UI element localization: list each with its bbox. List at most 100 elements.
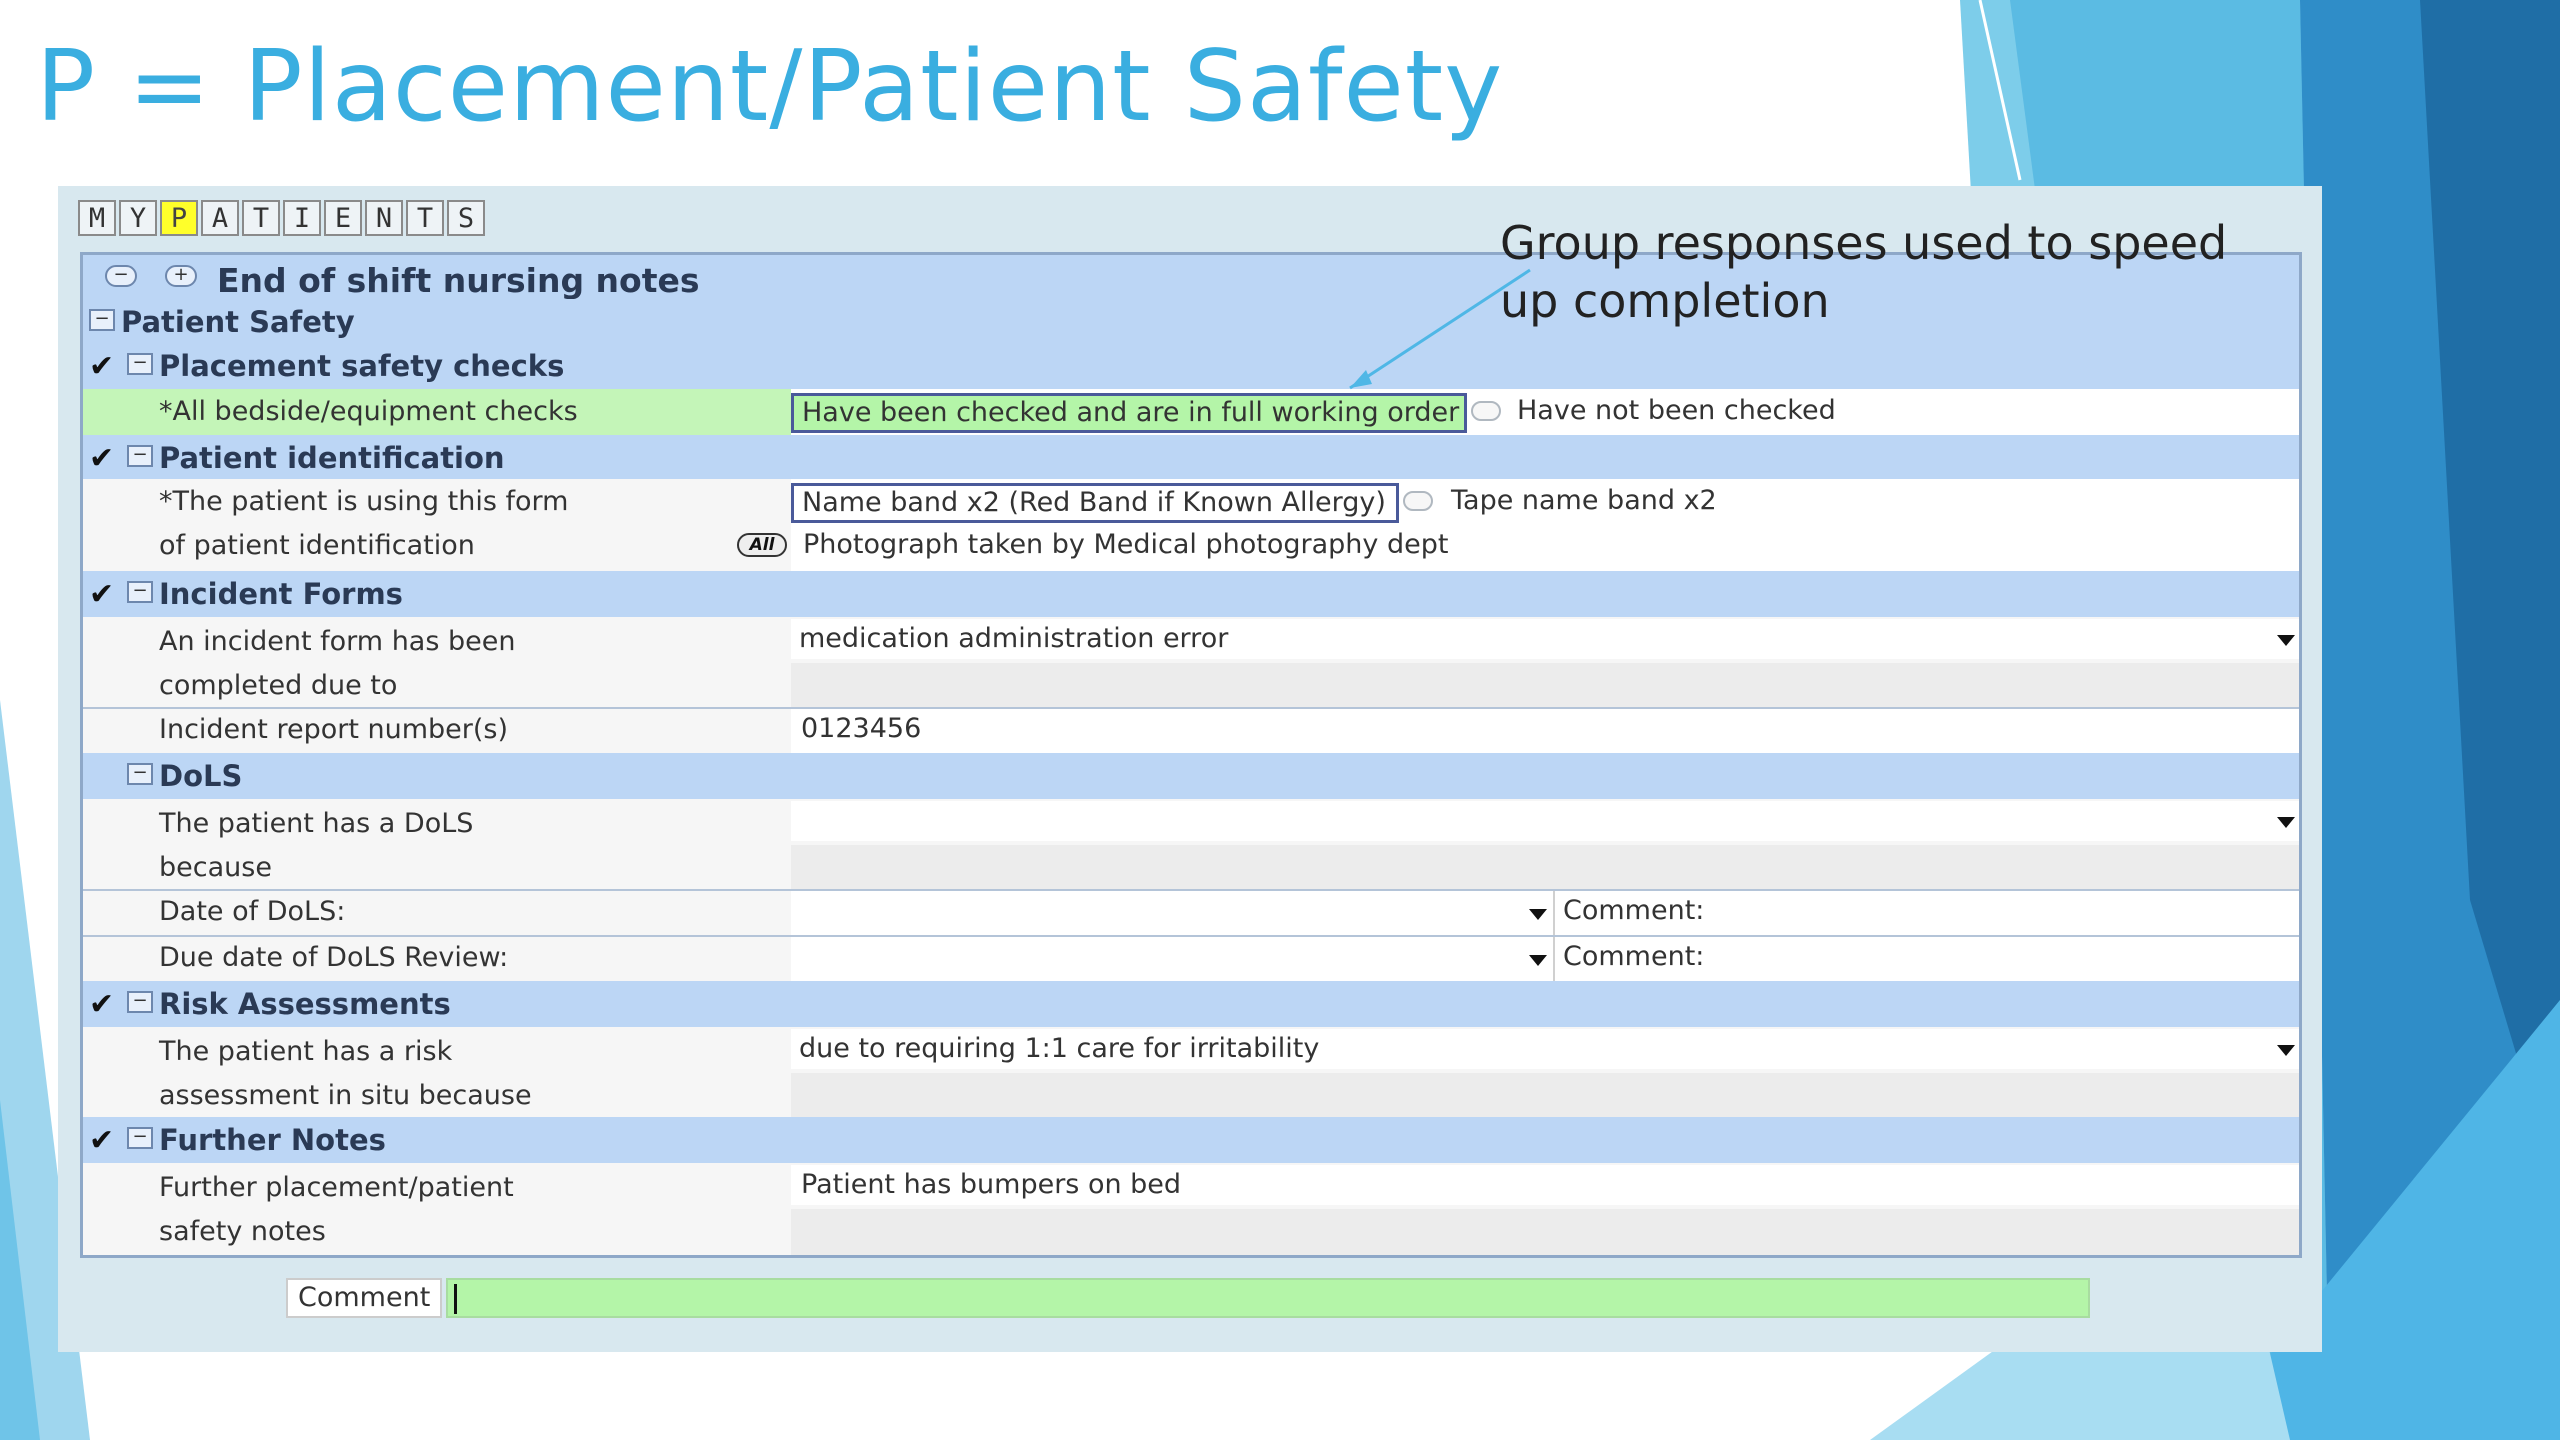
answer-area: Have been checked and are in full workin… — [791, 389, 2299, 435]
divider — [1553, 891, 1555, 935]
question-label: Due date of DoLS Review: — [159, 942, 509, 973]
chevron-down-icon[interactable] — [2277, 635, 2295, 646]
section-title: Patient identification — [159, 441, 505, 475]
comment-label: Comment: — [1563, 941, 1705, 972]
letter-tab-s[interactable]: S — [447, 200, 485, 236]
answer-area: Comment: — [791, 937, 2299, 981]
answer-area: Comment: — [791, 891, 2299, 935]
letter-tab-n[interactable]: N — [365, 200, 403, 236]
minus-icon[interactable]: − — [89, 309, 115, 331]
answer-area: due to requiring 1:1 care for irritabili… — [791, 1027, 2299, 1117]
option-checked-selected[interactable]: Have been checked and are in full workin… — [791, 393, 1467, 433]
letter-tab-y[interactable]: Y — [119, 200, 157, 236]
answer-area: Name band x2 (Red Band if Known Allergy)… — [791, 479, 2299, 571]
slide-title: P = Placement/Patient Safety — [36, 30, 1504, 144]
letter-tab-i[interactable]: I — [283, 200, 321, 236]
checkmark-icon: ✔ — [89, 441, 115, 476]
date-dols-field[interactable] — [791, 891, 1535, 935]
letter-tab-t2[interactable]: T — [406, 200, 444, 236]
answer-grey-area — [791, 1073, 2299, 1117]
answer-area — [791, 799, 2299, 889]
section-further-notes: ✔ − Further Notes — [83, 1117, 2299, 1163]
checkmark-icon: ✔ — [89, 1123, 115, 1158]
incident-dropdown[interactable] — [791, 619, 2299, 659]
section-incident-forms: ✔ − Incident Forms — [83, 571, 2299, 617]
divider — [83, 935, 2299, 937]
speech-bubble-icon[interactable] — [1471, 401, 1501, 421]
chevron-down-icon[interactable] — [1529, 955, 1547, 966]
incident-report-value[interactable]: 0123456 — [801, 713, 922, 744]
further-notes-field[interactable] — [791, 1165, 2299, 1205]
risk-dropdown[interactable] — [791, 1029, 2299, 1069]
divider — [83, 707, 2299, 709]
collapse-all-icon[interactable]: − — [105, 265, 137, 287]
question-label-line2: safety notes — [159, 1216, 326, 1247]
form-panel: M Y P A T I E N T S − + End of shift nur… — [58, 186, 2322, 1352]
option-name-band-selected[interactable]: Name band x2 (Red Band if Known Allergy) — [791, 483, 1399, 523]
dols-dropdown[interactable] — [791, 801, 2299, 841]
all-badge[interactable]: All — [737, 533, 787, 557]
minus-icon[interactable]: − — [127, 581, 153, 603]
chevron-down-icon[interactable] — [2277, 817, 2295, 828]
section-title: Risk Assessments — [159, 987, 451, 1021]
checkmark-icon: ✔ — [89, 349, 115, 384]
chevron-down-icon[interactable] — [1529, 909, 1547, 920]
text-cursor — [454, 1284, 457, 1314]
answer-grey-area — [791, 1209, 2299, 1255]
question-label-line1: *The patient is using this form — [159, 486, 569, 517]
question-date-of-dols: Date of DoLS: Comment: — [83, 891, 2299, 935]
question-label-line2: assessment in situ because — [159, 1080, 532, 1111]
divider — [83, 889, 2299, 891]
answer-grey-area — [791, 663, 2299, 707]
answer-area: Patient has bumpers on bed — [791, 1163, 2299, 1255]
question-dols: The patient has a DoLS because — [83, 799, 2299, 889]
option-photograph[interactable]: Photograph taken by Medical photography … — [803, 529, 1449, 560]
letter-tab-a[interactable]: A — [201, 200, 239, 236]
letter-tab-m[interactable]: M — [78, 200, 116, 236]
expand-all-icon[interactable]: + — [165, 265, 197, 287]
minus-icon[interactable]: − — [127, 353, 153, 375]
letter-tabs: M Y P A T I E N T S — [78, 200, 488, 236]
letter-tab-e[interactable]: E — [324, 200, 362, 236]
chevron-down-icon[interactable] — [2277, 1045, 2295, 1056]
minus-icon[interactable]: − — [127, 763, 153, 785]
question-incident-form: An incident form has been completed due … — [83, 617, 2299, 707]
question-risk: The patient has a risk assessment in sit… — [83, 1027, 2299, 1117]
section-title: Further Notes — [159, 1123, 386, 1157]
further-notes-answer: Patient has bumpers on bed — [801, 1169, 1182, 1200]
comment-label: Comment: — [1563, 895, 1705, 926]
letter-tab-t[interactable]: T — [242, 200, 280, 236]
section-patient-identification: ✔ − Patient identification — [83, 435, 2299, 479]
question-label-line1: The patient has a DoLS — [159, 808, 474, 839]
risk-answer: due to requiring 1:1 care for irritabili… — [799, 1033, 1320, 1064]
question-label-line1: The patient has a risk — [159, 1036, 453, 1067]
letter-tab-p[interactable]: P — [160, 200, 198, 236]
incident-answer: medication administration error — [799, 623, 1229, 654]
minus-icon[interactable]: − — [127, 445, 153, 467]
section-patient-safety: − Patient Safety — [83, 299, 2299, 343]
option-tape-name-band[interactable]: Tape name band x2 — [1451, 485, 1717, 516]
answer-area: 0123456 — [791, 709, 2299, 753]
section-placement-safety: ✔ − Placement safety checks — [83, 343, 2299, 389]
option-not-checked[interactable]: Have not been checked — [1517, 395, 1836, 426]
section-dols: − DoLS — [83, 753, 2299, 799]
review-date-field[interactable] — [791, 937, 1535, 981]
question-identification: *The patient is using this form of patie… — [83, 479, 2299, 571]
comment-label: Comment — [286, 1278, 442, 1318]
comment-input[interactable] — [446, 1278, 2090, 1318]
nursing-notes-form: − + End of shift nursing notes − Patient… — [80, 252, 2302, 1258]
answer-area: medication administration error — [791, 617, 2299, 707]
question-label-line2: of patient identification — [159, 530, 475, 561]
form-title-row: − + End of shift nursing notes — [83, 255, 2299, 300]
checkmark-icon: ✔ — [89, 987, 115, 1022]
minus-icon[interactable]: − — [127, 991, 153, 1013]
question-label: Incident report number(s) — [159, 714, 509, 745]
section-title: Placement safety checks — [159, 349, 565, 383]
section-risk-assessments: ✔ − Risk Assessments — [83, 981, 2299, 1027]
question-label-line1: Further placement/patient — [159, 1172, 514, 1203]
question-label-line2: because — [159, 852, 272, 883]
annotation-text: Group responses used to speed up complet… — [1500, 216, 2228, 328]
speech-bubble-icon[interactable] — [1403, 491, 1433, 511]
form-title: End of shift nursing notes — [217, 261, 700, 300]
minus-icon[interactable]: − — [127, 1127, 153, 1149]
